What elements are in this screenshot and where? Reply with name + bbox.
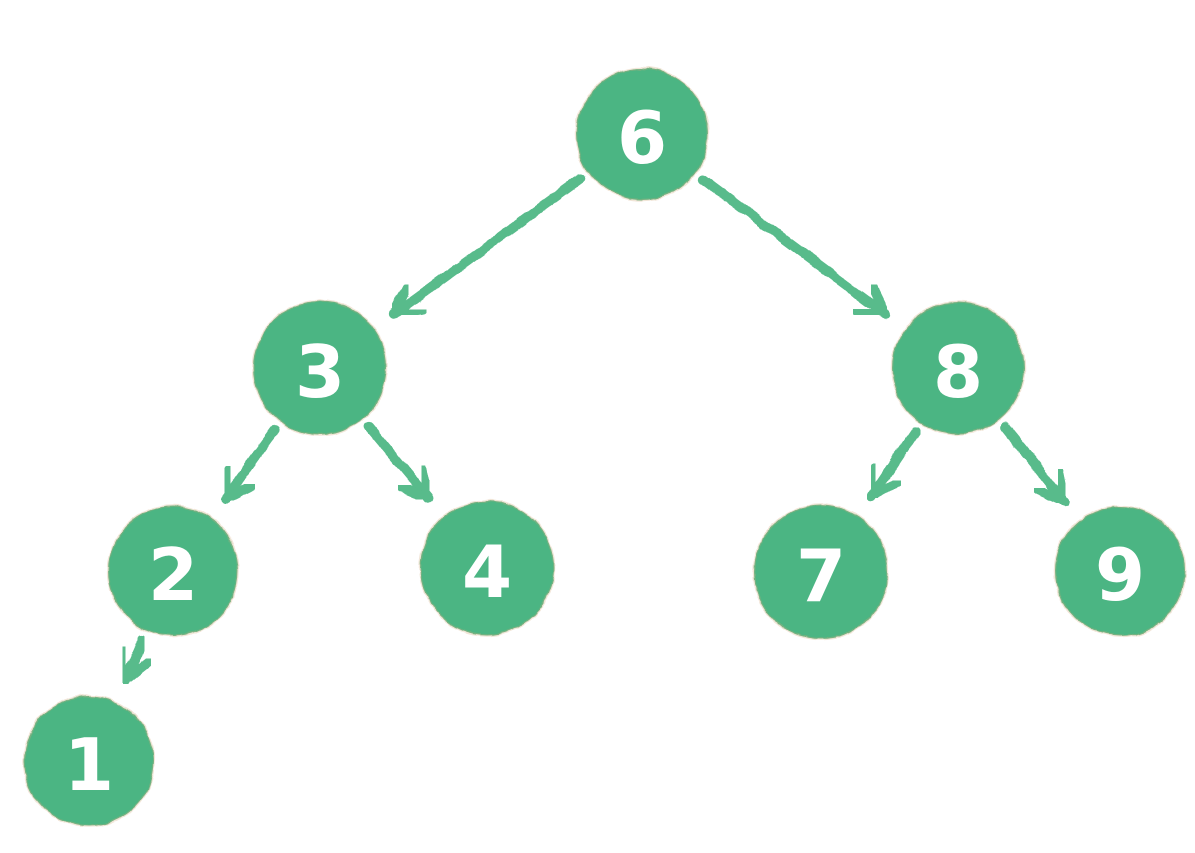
arrowhead-icon [220,480,257,504]
edge-layer [118,173,1070,685]
tree-edge-8-7 [866,426,921,502]
edge-shaft [220,425,280,504]
node-label: 8 [933,330,983,414]
node-layer: 6 3 8 2 4 7 9 [22,66,1187,828]
arrowhead-icon [388,305,429,320]
node-label: 3 [295,330,345,414]
node-label: 2 [148,533,198,617]
tree-node-7: 7 [752,503,890,641]
node-circle [752,503,890,641]
tree-node-6: 6 [574,66,710,202]
tree-edge-6-8 [698,174,891,320]
node-circle [106,504,240,638]
node-circle [22,694,156,828]
arrowhead-icon [120,656,154,685]
tree-node-8: 8 [890,300,1026,436]
edge-shaft [364,422,434,503]
tree-edge-3-4 [364,422,434,503]
arrowhead-icon [867,282,891,320]
node-circle [251,299,389,437]
arrowhead-icon [866,477,903,502]
tree-node-9: 9 [1053,504,1187,638]
node-label: 4 [462,530,512,614]
node-circle [574,66,710,202]
node-label: 1 [64,723,114,807]
tree-edge-8-9 [1000,422,1070,507]
node-label: 9 [1095,533,1145,617]
node-circle [418,499,556,637]
node-label: 6 [617,96,667,180]
arrowhead-icon [1053,467,1070,507]
edge-shaft [698,174,891,320]
tree-edge-2-1 [118,634,154,685]
tree-node-4: 4 [418,499,556,637]
tree-node-2: 2 [106,504,240,638]
tree-node-1: 1 [22,694,156,828]
edge-shaft [866,426,921,502]
tree-edge-3-2 [220,425,280,504]
node-circle [890,300,1026,436]
tree-node-3: 3 [251,299,389,437]
edge-shaft [1000,422,1070,507]
tree-edge-6-3 [388,173,586,320]
arrowhead-icon [417,464,434,503]
node-label: 7 [796,534,846,618]
edge-shaft [388,173,586,320]
node-circle [1053,504,1187,638]
